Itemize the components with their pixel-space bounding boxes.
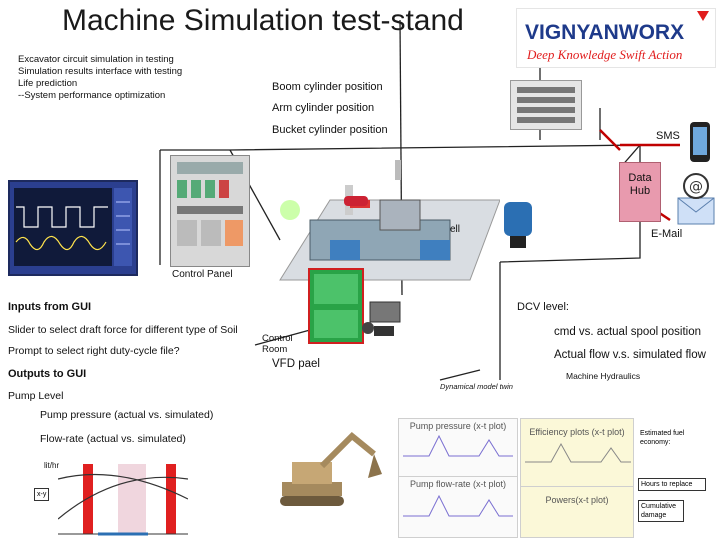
powers-plot: Powers(x-t plot) bbox=[520, 486, 634, 538]
spool-position-label: cmd vs. actual spool position bbox=[554, 326, 702, 338]
slider-text: Slider to select draft force for differe… bbox=[8, 324, 238, 336]
email-icon: @ bbox=[676, 170, 716, 226]
intro-line: Excavator circuit simulation in testing bbox=[18, 54, 174, 65]
plot-label: Pump flow-rate (x-t plot) bbox=[409, 479, 507, 489]
hours-note: Hours to replace bbox=[638, 478, 706, 491]
dcv-level-label: DCV level: bbox=[517, 301, 569, 313]
logo-tagline: Deep Knowledge Swift Action bbox=[526, 47, 682, 62]
control-panel-cabinet bbox=[170, 155, 250, 267]
unit-label: lit/hr bbox=[44, 461, 60, 470]
logo-wordmark: VIGNYANWORX bbox=[525, 21, 684, 44]
data-hub-text: Data Hub bbox=[628, 172, 652, 197]
plot-label: Efficiency plots (x-t plot) bbox=[529, 427, 625, 437]
hours-text: Hours to replace bbox=[641, 481, 693, 488]
bucket-position-label: Bucket cylinder position bbox=[272, 124, 388, 136]
fuel-economy-note: Estimated fuel economy: bbox=[638, 428, 700, 448]
pump-level-graphic bbox=[57, 464, 189, 536]
pump-level-label: Pump Level bbox=[8, 390, 64, 402]
fuel-economy-text: Estimated fuel economy: bbox=[640, 430, 685, 446]
flow-rate-output: Flow-rate (actual vs. simulated) bbox=[40, 433, 186, 445]
control-panel-label: Control Panel bbox=[172, 269, 233, 280]
email-label: E-Mail bbox=[651, 228, 683, 240]
logo-graphic: VIGNYANWORX Deep Knowledge Swift Action bbox=[525, 11, 709, 62]
prompt-text: Prompt to select right duty-cycle file? bbox=[8, 345, 180, 357]
control-room-text: Control Room bbox=[262, 333, 293, 355]
oscilloscope-monitor bbox=[8, 180, 138, 276]
plot-curve bbox=[525, 442, 631, 463]
test-rig bbox=[270, 160, 501, 300]
plot-label: Powers(x-t plot) bbox=[545, 495, 609, 505]
hydraulic-pump-unit bbox=[500, 200, 536, 250]
smartphone-icon bbox=[690, 122, 710, 162]
test-rig-graphic bbox=[279, 160, 501, 281]
inputs-title: Inputs from GUI bbox=[8, 301, 92, 313]
data-hub-icon bbox=[619, 162, 661, 222]
dynamical-model-label: Dynamical model twin bbox=[440, 382, 513, 391]
server-rack bbox=[510, 80, 582, 130]
vfd-panel-label: VFD pael bbox=[272, 358, 320, 370]
data-hub-label: Data Hub bbox=[621, 172, 659, 198]
company-logo: VIGNYANWORX Deep Knowledge Swift Action bbox=[516, 8, 716, 68]
flow-compare-label: Actual flow v.s. simulated flow bbox=[554, 349, 706, 361]
cell-label: ell bbox=[450, 224, 461, 235]
intro-text: Excavator circuit simulation in testing … bbox=[18, 54, 218, 102]
cable-line bbox=[439, 369, 481, 381]
intro-line: --System performance optimization bbox=[18, 90, 166, 101]
pump-pressure-output: Pump pressure (actual vs. simulated) bbox=[40, 409, 214, 421]
plot-label: Pump pressure (x-t plot) bbox=[409, 421, 507, 431]
svg-text:@: @ bbox=[689, 179, 703, 195]
plot-curve bbox=[403, 494, 513, 517]
xy-label-box: x-y bbox=[34, 488, 50, 501]
sms-label: SMS bbox=[656, 130, 680, 142]
machine-hydraulics-label: Machine Hydraulics bbox=[566, 371, 641, 381]
intro-line: Simulation results interface with testin… bbox=[18, 66, 183, 77]
boom-position-label: Boom cylinder position bbox=[272, 81, 383, 93]
vfd-cabinet bbox=[308, 268, 364, 344]
operator-workstation-icon bbox=[360, 300, 408, 340]
arrow-to-hub bbox=[599, 129, 621, 151]
pump-flow-plot: Pump flow-rate (x-t plot) bbox=[398, 476, 518, 538]
pump-level-chart bbox=[57, 459, 189, 537]
outputs-title: Outputs to GUI bbox=[8, 368, 87, 380]
damage-text: Cumulative damage bbox=[641, 503, 677, 519]
intro-line: Life prediction bbox=[18, 78, 78, 89]
arm-position-label: Arm cylinder position bbox=[272, 102, 375, 114]
oscilloscope-waveform bbox=[14, 188, 132, 266]
efficiency-plot: Efficiency plots (x-t plot) bbox=[520, 418, 634, 488]
damage-note: Cumulative damage bbox=[638, 500, 684, 522]
control-room-label: Control Room bbox=[262, 333, 302, 355]
cabinet-components bbox=[177, 162, 243, 246]
sensor-cylinder bbox=[344, 190, 368, 212]
pump-pressure-plot: Pump pressure (x-t plot) bbox=[398, 418, 518, 478]
page-title: Machine Simulation test-stand bbox=[62, 4, 464, 37]
plot-curve bbox=[403, 434, 513, 457]
excavator-icon bbox=[262, 422, 394, 516]
